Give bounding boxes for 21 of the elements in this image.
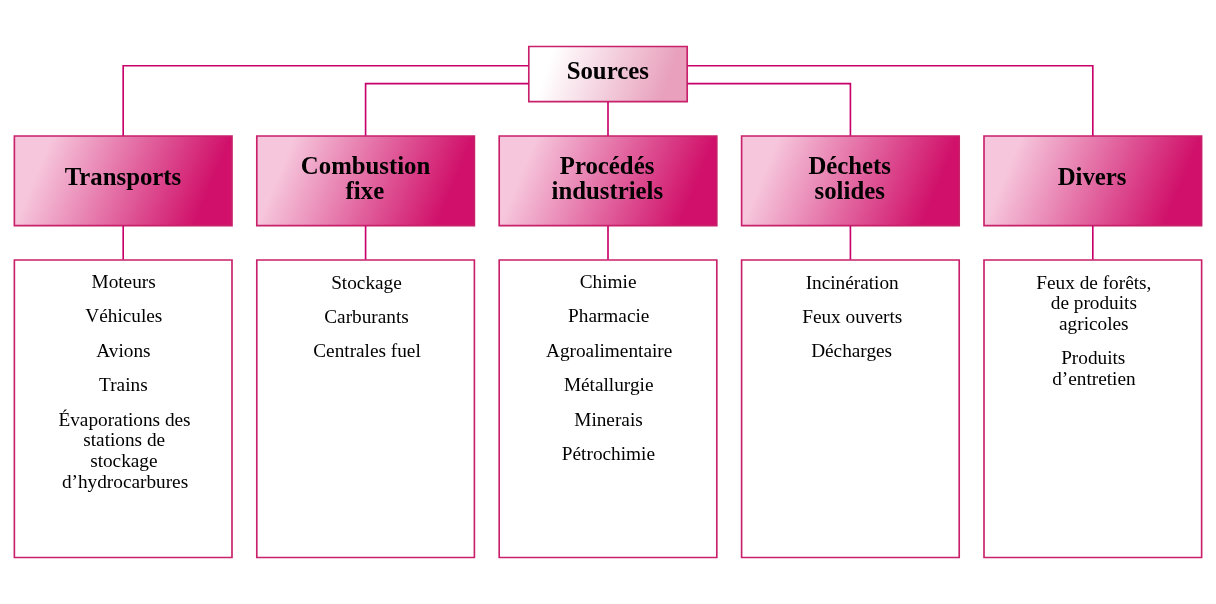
node-box: Sources [527,45,689,103]
connector [122,64,530,137]
connector [686,64,1094,137]
node-box: Incinération Feux ouverts Décharges [740,259,961,559]
connector [849,225,852,261]
connector [607,225,609,261]
connector [364,82,530,137]
node-box: Divers [983,135,1203,227]
node-box: Déchets solides [740,135,961,227]
node-box: Chimie Pharmacie Agroalimentaire Métallurgie Minerais Pétrochimie [498,259,718,559]
connector [122,225,124,261]
connector [1092,225,1094,261]
node-box: Transports [13,135,233,227]
node-box: Feux de forêts, de produits agricoles Produits d’entretien [983,259,1203,559]
node-box: Procédés industriels [498,135,718,227]
node-box: Combustion fixe [255,135,476,227]
connector [607,101,609,137]
node-box: Stockage Carburants Centrales fuel [255,259,476,559]
connector [686,82,852,137]
node-box: Moteurs Véhicules Avions Trains Évaporations des stations de stockage d’hydrocarbures [13,259,233,559]
connector [364,225,367,261]
